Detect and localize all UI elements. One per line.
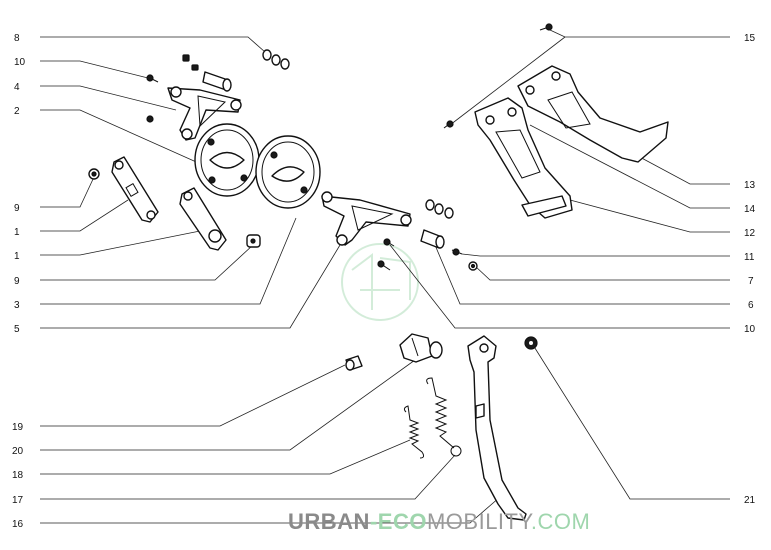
part-2-disc-icon [194, 123, 260, 197]
callout-label: 17 [12, 495, 24, 506]
callout-label: 6 [748, 300, 754, 311]
part-4-bracket-icon [167, 86, 242, 141]
leader-16 [40, 496, 501, 524]
part-11-bolt-icon [451, 248, 463, 256]
leader-4 [40, 85, 177, 111]
leader-17 [40, 454, 456, 500]
leader-15-branch [449, 36, 566, 126]
leader-1-top [40, 199, 129, 232]
part-9-nut-icon [246, 234, 261, 248]
leader-3 [40, 217, 297, 305]
part-21-nut-icon [524, 336, 538, 350]
leader-10-left [40, 60, 149, 79]
callout-label: 9 [14, 203, 20, 214]
part-9-nut-icon [88, 168, 100, 180]
part-3-disc-icon [255, 135, 321, 209]
callout-numbers-left: 8 10 4 2 9 1 1 9 3 5 19 20 18 17 16 [12, 33, 26, 530]
callout-label: 1 [14, 251, 20, 262]
watermark-part: URBAN [288, 509, 370, 534]
callout-label: 5 [14, 324, 20, 335]
part-15-pin-icon [539, 23, 553, 31]
callout-label: 8 [14, 33, 20, 44]
leader-18 [40, 439, 411, 475]
leader-8 [40, 36, 266, 53]
part-13-footrest-bracket-icon [517, 65, 669, 163]
part-8-washers-icon [262, 49, 290, 70]
callout-label: 19 [12, 422, 24, 433]
callout-label: 3 [14, 300, 20, 311]
leader-9-top [40, 176, 95, 208]
callout-label: 16 [12, 519, 24, 530]
part-17-spring-icon [426, 377, 462, 457]
watermark-part: ECO [377, 509, 427, 534]
leader-2 [40, 109, 204, 166]
leader-20 [40, 359, 416, 451]
callout-label: 2 [14, 106, 20, 117]
part-15-pin-icon [443, 120, 454, 129]
callout-label: 15 [744, 33, 756, 44]
part-10-bolt-icon [377, 238, 395, 271]
leader-lines-left [40, 36, 501, 524]
watermark-logo-icon [341, 243, 419, 321]
leader-14 [529, 124, 730, 209]
watermark-text: URBAN-ECOMOBILITY.COM [288, 509, 590, 535]
part-14-footrest-bracket-icon [474, 97, 573, 219]
part-6-bushing-icon [420, 229, 445, 249]
leader-15 [549, 29, 730, 38]
leader-lines-right [389, 29, 730, 500]
part-1-plate-icon [179, 187, 227, 251]
part-1-plate-icon [111, 156, 159, 223]
callout-label: 12 [744, 228, 756, 239]
leader-12 [569, 199, 730, 233]
callout-label: 1 [14, 227, 20, 238]
leader-19 [40, 364, 346, 427]
watermark-part: - [369, 509, 378, 534]
leader-1-bottom [40, 229, 206, 256]
leader-9-bottom [40, 244, 254, 281]
callout-label: 9 [14, 276, 20, 287]
leader-21 [532, 344, 730, 500]
leader-11 [461, 253, 730, 257]
callout-label: 7 [748, 276, 754, 287]
leader-6 [434, 244, 730, 305]
callout-label: 11 [744, 252, 755, 263]
part-10-bolts-icon [146, 54, 232, 123]
part-16-side-stand-icon [467, 335, 527, 521]
leader-5 [40, 244, 341, 329]
callout-label: 14 [744, 204, 756, 215]
part-18-spring-icon [403, 405, 425, 459]
part-7-washer-icon [468, 261, 478, 271]
leader-13 [635, 154, 730, 185]
callout-label: 4 [14, 82, 20, 93]
part-5-bracket-icon [321, 191, 412, 246]
callout-label: 13 [744, 180, 756, 191]
part-20-pivot-block-icon [399, 333, 443, 363]
leader-7 [474, 265, 730, 281]
callout-label: 10 [14, 57, 26, 68]
callout-numbers-right: 15 13 14 12 11 7 6 10 21 [744, 33, 756, 506]
leader-10-right [389, 244, 730, 329]
watermark-part: .COM [530, 509, 591, 534]
callout-label: 20 [12, 446, 24, 457]
part-washers-right-icon [425, 199, 454, 219]
callout-label: 10 [744, 324, 756, 335]
part-19-pin-icon [345, 355, 363, 371]
callout-label: 21 [744, 495, 756, 506]
watermark-part: MOBILITY [426, 509, 531, 534]
callout-label: 18 [12, 470, 24, 481]
